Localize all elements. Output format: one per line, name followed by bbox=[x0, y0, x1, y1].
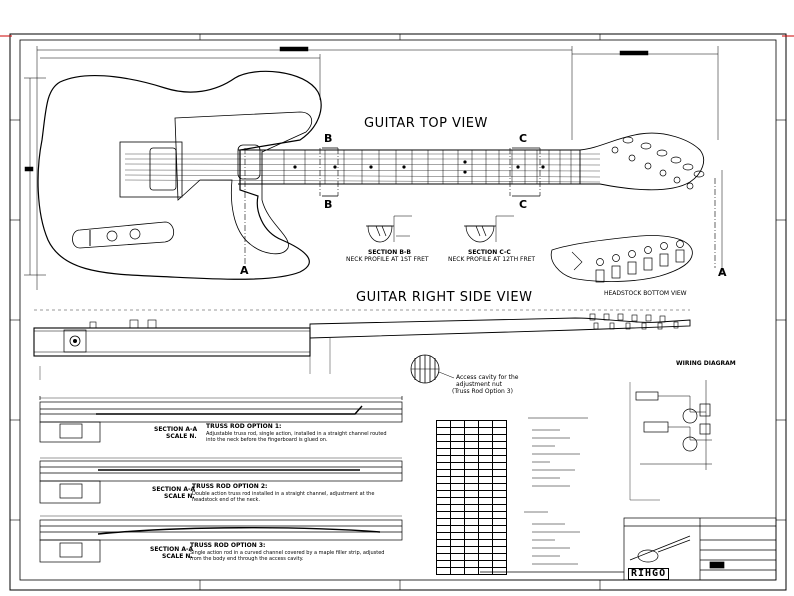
neck-outline bbox=[238, 149, 581, 185]
tone-knob bbox=[129, 228, 141, 240]
top-view-title: GUITAR TOP VIEW bbox=[364, 116, 488, 131]
truss-2-scale: SCALE N. bbox=[164, 493, 195, 500]
guitar-right-side-view bbox=[33, 309, 691, 380]
sheet-outer-border bbox=[9, 33, 787, 591]
strings bbox=[124, 153, 601, 183]
section-cc-subtitle: NECK PROFILE AT 12TH FRET bbox=[448, 256, 536, 263]
headstock-bottom-view bbox=[550, 235, 693, 283]
section-marker-b-bottom: B bbox=[324, 198, 333, 211]
truss-rod-section-3 bbox=[39, 515, 403, 563]
table-cell bbox=[478, 420, 493, 428]
access-cavity-line-3: (Truss Rod Option 3) bbox=[452, 388, 513, 395]
table-cell bbox=[436, 420, 451, 428]
truss-1-section: SECTION A-A bbox=[154, 426, 198, 433]
neck-profile-bb bbox=[366, 215, 412, 243]
notes-block bbox=[524, 417, 588, 565]
pickguard bbox=[174, 111, 313, 255]
section-cc-title: SECTION C-C bbox=[468, 249, 511, 256]
headstock-bottom-label: HEADSTOCK BOTTOM VIEW bbox=[604, 290, 687, 297]
side-tuners bbox=[589, 313, 679, 330]
truss-3-section: SECTION A-A bbox=[150, 546, 194, 553]
truss-3-title: TRUSS ROD OPTION 3: bbox=[190, 542, 266, 549]
truss-3-scale: SCALE N. bbox=[162, 553, 193, 560]
access-cavity-line-2: adjustment nut bbox=[456, 381, 502, 388]
truss-rod-section-1 bbox=[39, 396, 403, 443]
table-cell bbox=[450, 420, 465, 428]
section-marker-c-bottom: C bbox=[519, 198, 528, 211]
side-view-title: GUITAR RIGHT SIDE VIEW bbox=[356, 290, 533, 305]
section-marker-a-left: A bbox=[240, 264, 249, 277]
truss-1-title: TRUSS ROD OPTION 1: bbox=[206, 423, 282, 430]
wiring-diagram bbox=[629, 380, 712, 501]
body-outline bbox=[37, 70, 322, 280]
neck-pickup bbox=[237, 144, 261, 180]
border-ticks bbox=[10, 34, 786, 590]
neck-profile-cc bbox=[464, 215, 514, 243]
truss-rod-section-2 bbox=[39, 457, 403, 504]
truss-3-text: Single action rod in a curved channel co… bbox=[190, 550, 385, 562]
headstock-outline bbox=[579, 132, 704, 191]
title-block-logo: RIHGO bbox=[628, 568, 670, 580]
fret-spacing-table bbox=[436, 420, 507, 575]
title-block bbox=[480, 517, 777, 581]
truss-1-scale: SCALE N. bbox=[166, 433, 197, 440]
section-marker-a-right: A bbox=[718, 266, 727, 279]
section-marker-b-top: B bbox=[324, 132, 333, 145]
tuners-top bbox=[611, 136, 705, 190]
truss-2-title: TRUSS ROD OPTION 2: bbox=[192, 483, 268, 490]
neck-side bbox=[309, 317, 691, 339]
wiring-diagram-title: WIRING DIAGRAM bbox=[676, 360, 736, 367]
volume-knob bbox=[106, 230, 118, 242]
table-cell bbox=[492, 420, 507, 428]
output-jack bbox=[63, 329, 87, 353]
fret-markers bbox=[293, 160, 545, 174]
section-arrows bbox=[322, 147, 540, 197]
side-knobs bbox=[89, 319, 157, 329]
control-plate bbox=[72, 221, 175, 249]
sheet-inner-border bbox=[19, 39, 777, 581]
guitar-top-view bbox=[37, 70, 716, 280]
access-cavity-line-1: Access cavity for the bbox=[456, 374, 519, 381]
table-cell bbox=[464, 420, 479, 428]
overall-dimension-lines bbox=[24, 46, 723, 290]
truss-1-text: Adjustable truss rod, single action, ins… bbox=[206, 431, 387, 443]
section-bb-title: SECTION B-B bbox=[368, 249, 411, 256]
access-cavity-detail bbox=[410, 354, 455, 384]
bridge-pickup bbox=[149, 147, 177, 191]
section-marker-c-top: C bbox=[519, 132, 528, 145]
truss-2-text: Double action truss rod installed in a s… bbox=[192, 491, 375, 503]
section-bb-subtitle: NECK PROFILE AT 1ST FRET bbox=[346, 256, 429, 263]
truss-2-section: SECTION A-A bbox=[152, 486, 196, 493]
frets bbox=[261, 150, 572, 184]
section-lines bbox=[244, 148, 716, 268]
bridge-plate bbox=[119, 141, 183, 198]
